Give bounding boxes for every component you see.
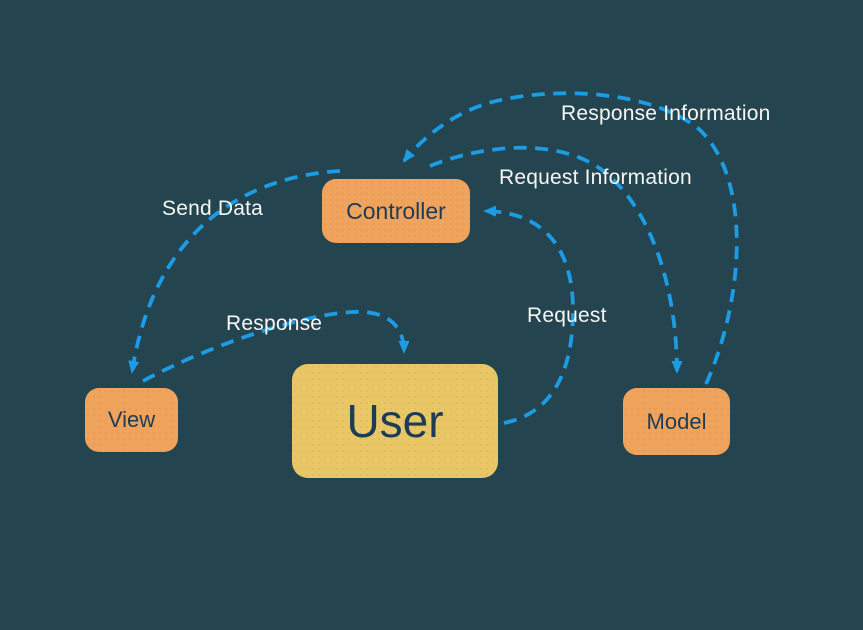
node-controller: Controller bbox=[322, 179, 470, 243]
edge-request-information-arrow bbox=[429, 145, 683, 374]
edge-response-arrow bbox=[142, 310, 410, 383]
edge-label-request-information: Request Information bbox=[499, 166, 692, 189]
edge-label-response: Response bbox=[226, 312, 323, 335]
edge-label-request: Request bbox=[527, 304, 607, 327]
edge-request-arrow bbox=[483, 205, 575, 425]
edge-label-send-data: Send Data bbox=[162, 197, 264, 220]
node-model: Model bbox=[623, 388, 730, 455]
edge-label-response-information: Response Information bbox=[561, 102, 771, 125]
node-user-label: User bbox=[346, 395, 444, 447]
node-view: View bbox=[85, 388, 178, 452]
edge-send-data-arrow bbox=[128, 169, 341, 374]
node-controller-label: Controller bbox=[346, 197, 446, 224]
node-model-label: Model bbox=[646, 408, 707, 434]
node-view-label: View bbox=[107, 407, 156, 432]
node-user: User bbox=[292, 364, 498, 478]
edge-response-information-arrow bbox=[402, 91, 739, 385]
